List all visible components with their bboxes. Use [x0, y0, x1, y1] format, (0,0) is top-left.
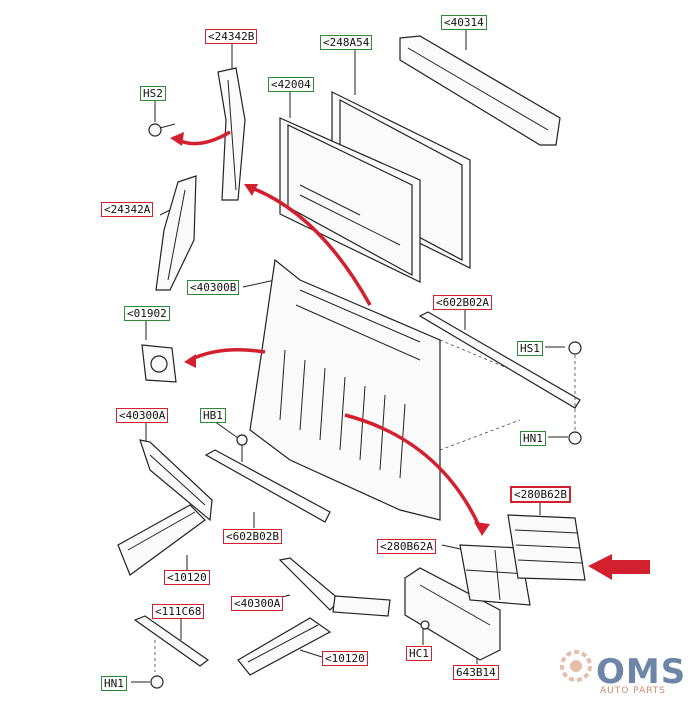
callout-HS2: HS2: [140, 86, 166, 101]
callout-24342A: <24342A: [101, 202, 154, 217]
pillar-trim-b: [217, 67, 246, 201]
fastener-hs1: [568, 341, 582, 430]
upper-rail: [399, 35, 561, 146]
callout-24342B: <24342B: [205, 29, 258, 44]
fastener-hn1-top: [568, 431, 582, 445]
callout-HN1-lower: HN1: [101, 676, 127, 691]
rear-window-glass: [279, 91, 471, 283]
tie-strap-b: [204, 449, 331, 523]
callout-01902: <01902: [124, 306, 170, 321]
strip-111c68: [133, 615, 210, 672]
support-10120-lower: [237, 617, 332, 676]
callout-HB1: HB1: [200, 408, 226, 423]
callout-40300A-upper: <40300A: [116, 408, 169, 423]
watermark-subtitle: AUTO PARTS: [600, 686, 667, 696]
callout-40314: <40314: [441, 15, 487, 30]
watermark-brand: OMS: [596, 652, 687, 692]
retaining-clip-01902: [141, 344, 177, 383]
callout-248A54: <248A54: [320, 35, 373, 50]
housing-643b14: [404, 567, 501, 661]
highlight-arrow: [588, 554, 650, 580]
clip-hc1: [420, 620, 430, 630]
callout-280B62A: <280B62A: [377, 539, 436, 554]
tie-strap-a: [418, 311, 581, 409]
lower-bracket-left: [139, 439, 213, 522]
vent-grille-a: [459, 544, 531, 606]
callout-280B62B: <280B62B: [511, 487, 570, 502]
fastener-hn1-bottom: [150, 675, 164, 689]
screw-hs2: [148, 123, 176, 137]
callout-42004: <42004: [268, 77, 314, 92]
callout-HN1-upper: HN1: [520, 431, 546, 446]
callout-HC1: HC1: [406, 646, 432, 661]
callout-10120-lower: <10120: [322, 651, 368, 666]
callout-HS1: HS1: [517, 341, 543, 356]
arrow-heads: [170, 132, 490, 536]
callout-40300A-lower: <40300A: [231, 596, 284, 611]
callout-602B02B: <602B02B: [223, 529, 282, 544]
pillar-trim-a: [155, 175, 197, 291]
rear-bulkhead-panel: [249, 258, 441, 521]
callout-40300B: <40300B: [187, 280, 240, 295]
bolt-hb1: [236, 434, 248, 462]
support-10120-upper: [117, 504, 206, 576]
callout-643B14: 643B14: [453, 665, 499, 680]
callout-10120-upper: <10120: [164, 570, 210, 585]
watermark-gear-icon: [560, 650, 592, 682]
callout-111C68: <111C68: [152, 604, 205, 619]
callout-602B02A: <602B02A: [433, 295, 492, 310]
vent-grille-b: [507, 514, 586, 581]
lower-bracket-right: [278, 557, 391, 617]
